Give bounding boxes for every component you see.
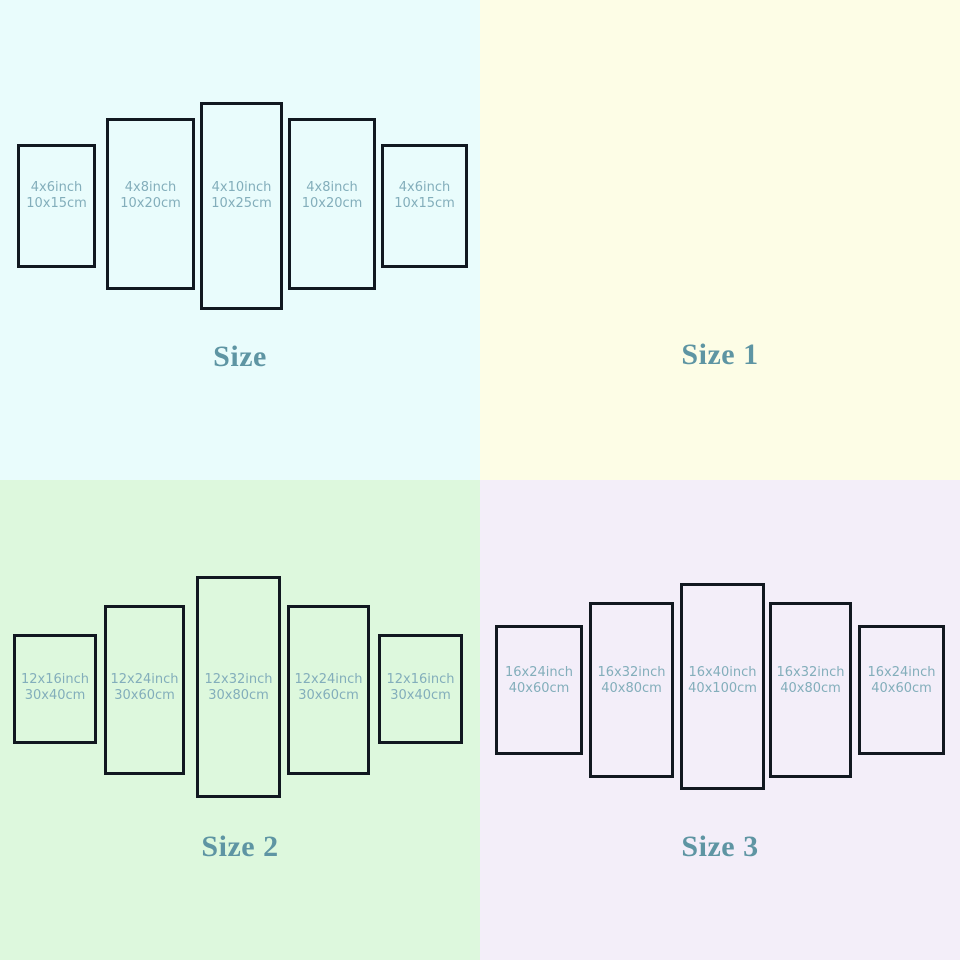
- label-centimeters: 30x60cm: [298, 687, 359, 703]
- label-inches: 4x6inch: [398, 180, 451, 195]
- label-inches: 16x24inch: [867, 665, 936, 680]
- label-inches: 12x32inch: [204, 672, 273, 687]
- canvas-panel-3: [200, 102, 283, 310]
- label-centimeters: 30x40cm: [390, 687, 451, 703]
- quadrant-title-size: Size: [213, 340, 267, 373]
- label-centimeters: 30x80cm: [208, 687, 269, 703]
- quadrant-size-1: 8x14inch20x35cm8x18inch20x45cm8x22inch20…: [480, 0, 960, 480]
- label-centimeters: 40x60cm: [508, 680, 570, 696]
- canvas-panel-3: [196, 576, 281, 798]
- canvas-panel-4: [288, 118, 376, 290]
- canvas-panel-1: [17, 144, 96, 268]
- canvas-panel-5: [858, 625, 945, 755]
- canvas-panel-2: [106, 118, 195, 290]
- label-inches: 12x24inch: [110, 672, 179, 687]
- canvas-panel-4: [287, 605, 370, 775]
- quadrant-title-size-1: Size 1: [681, 338, 759, 371]
- canvas-panel-1: [13, 634, 97, 744]
- label-inches: 16x32inch: [776, 665, 845, 680]
- panel-group: 8x14inch20x35cm8x18inch20x45cm8x22inch20…: [480, 0, 960, 480]
- label-inches: 4x10inch: [211, 180, 272, 195]
- label-centimeters: 10x25cm: [211, 195, 272, 211]
- label-inches: 4x8inch: [306, 180, 358, 195]
- label-centimeters: 10x15cm: [394, 195, 455, 211]
- label-inches: 4x8inch: [124, 180, 177, 195]
- label-inches: 16x40inch: [688, 665, 757, 680]
- canvas-panel-3: [680, 583, 765, 790]
- canvas-panel-4: [769, 602, 852, 778]
- canvas-panel-5: [378, 634, 463, 744]
- label-inches: 12x24inch: [294, 672, 363, 687]
- quadrant-title-size-3: Size 3: [681, 830, 759, 863]
- label-centimeters: 10x15cm: [26, 195, 87, 211]
- label-inches: 16x32inch: [597, 665, 666, 680]
- label-inches: 12x16inch: [20, 672, 89, 687]
- label-centimeters: 10x20cm: [120, 195, 181, 211]
- label-inches: 12x16inch: [386, 672, 455, 687]
- label-centimeters: 40x80cm: [601, 680, 662, 696]
- label-centimeters: 40x60cm: [871, 680, 932, 696]
- label-inches: 4x6inch: [30, 180, 83, 195]
- canvas-panel-2: [104, 605, 185, 775]
- quadrant-title-size-2: Size 2: [201, 830, 279, 863]
- label-centimeters: 40x100cm: [688, 680, 757, 696]
- label-centimeters: 30x40cm: [24, 687, 86, 703]
- canvas-panel-1: [495, 625, 583, 755]
- label-centimeters: 10x20cm: [301, 195, 363, 211]
- label-centimeters: 40x80cm: [780, 680, 841, 696]
- canvas-panel-5: [381, 144, 468, 268]
- canvas-panel-2: [589, 602, 674, 778]
- label-centimeters: 30x60cm: [114, 687, 175, 703]
- label-inches: 16x24inch: [504, 665, 573, 680]
